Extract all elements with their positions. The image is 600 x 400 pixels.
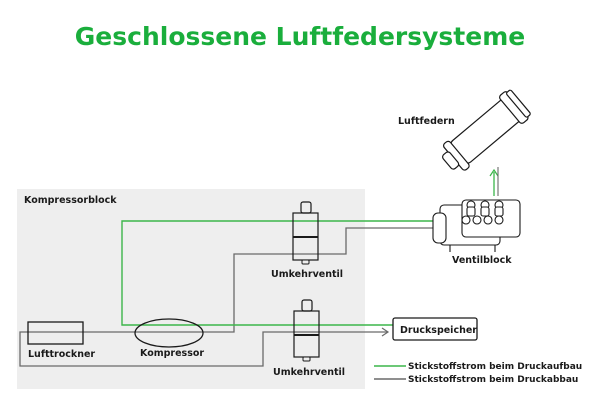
- air-spring-icon: [442, 89, 531, 171]
- green-flow-line: [121, 220, 438, 326]
- air-dryer-box: [27, 321, 84, 345]
- valve-block-label: Ventilblock: [452, 255, 512, 266]
- pressure-reservoir-box: [392, 317, 478, 341]
- compressor-label: Kompressor: [140, 348, 204, 359]
- green-arrow-head: [489, 168, 499, 177]
- compressor-shape: [134, 318, 204, 348]
- compressor-block-label: Kompressorblock: [24, 195, 117, 206]
- reversing-valve-lower: [293, 299, 320, 362]
- reversing-valve-upper: [292, 201, 319, 265]
- reversing-valve-upper-label: Umkehrventil: [271, 269, 343, 280]
- reversing-valve-lower-label: Umkehrventil: [273, 367, 345, 378]
- air-dryer-label: Lufttrockner: [28, 349, 95, 360]
- legend-label-gray: Stickstoffstrom beim Druckabbau: [408, 375, 578, 385]
- legend-label-green: Stickstoffstrom beim Druckaufbau: [408, 362, 582, 372]
- valve-block-icon: [432, 199, 521, 252]
- page-title: Geschlossene Luftfedersysteme: [74, 22, 526, 51]
- compressor-block-area: [17, 189, 365, 389]
- gray-arrow-head: [381, 327, 390, 337]
- legend: Stickstoffstrom beim Druckaufbau Stickst…: [374, 362, 582, 385]
- air-springs-label: Luftfedern: [398, 116, 455, 127]
- pressure-reservoir-label: Druckspeicher: [400, 325, 477, 336]
- gray-flow-line: [19, 227, 438, 367]
